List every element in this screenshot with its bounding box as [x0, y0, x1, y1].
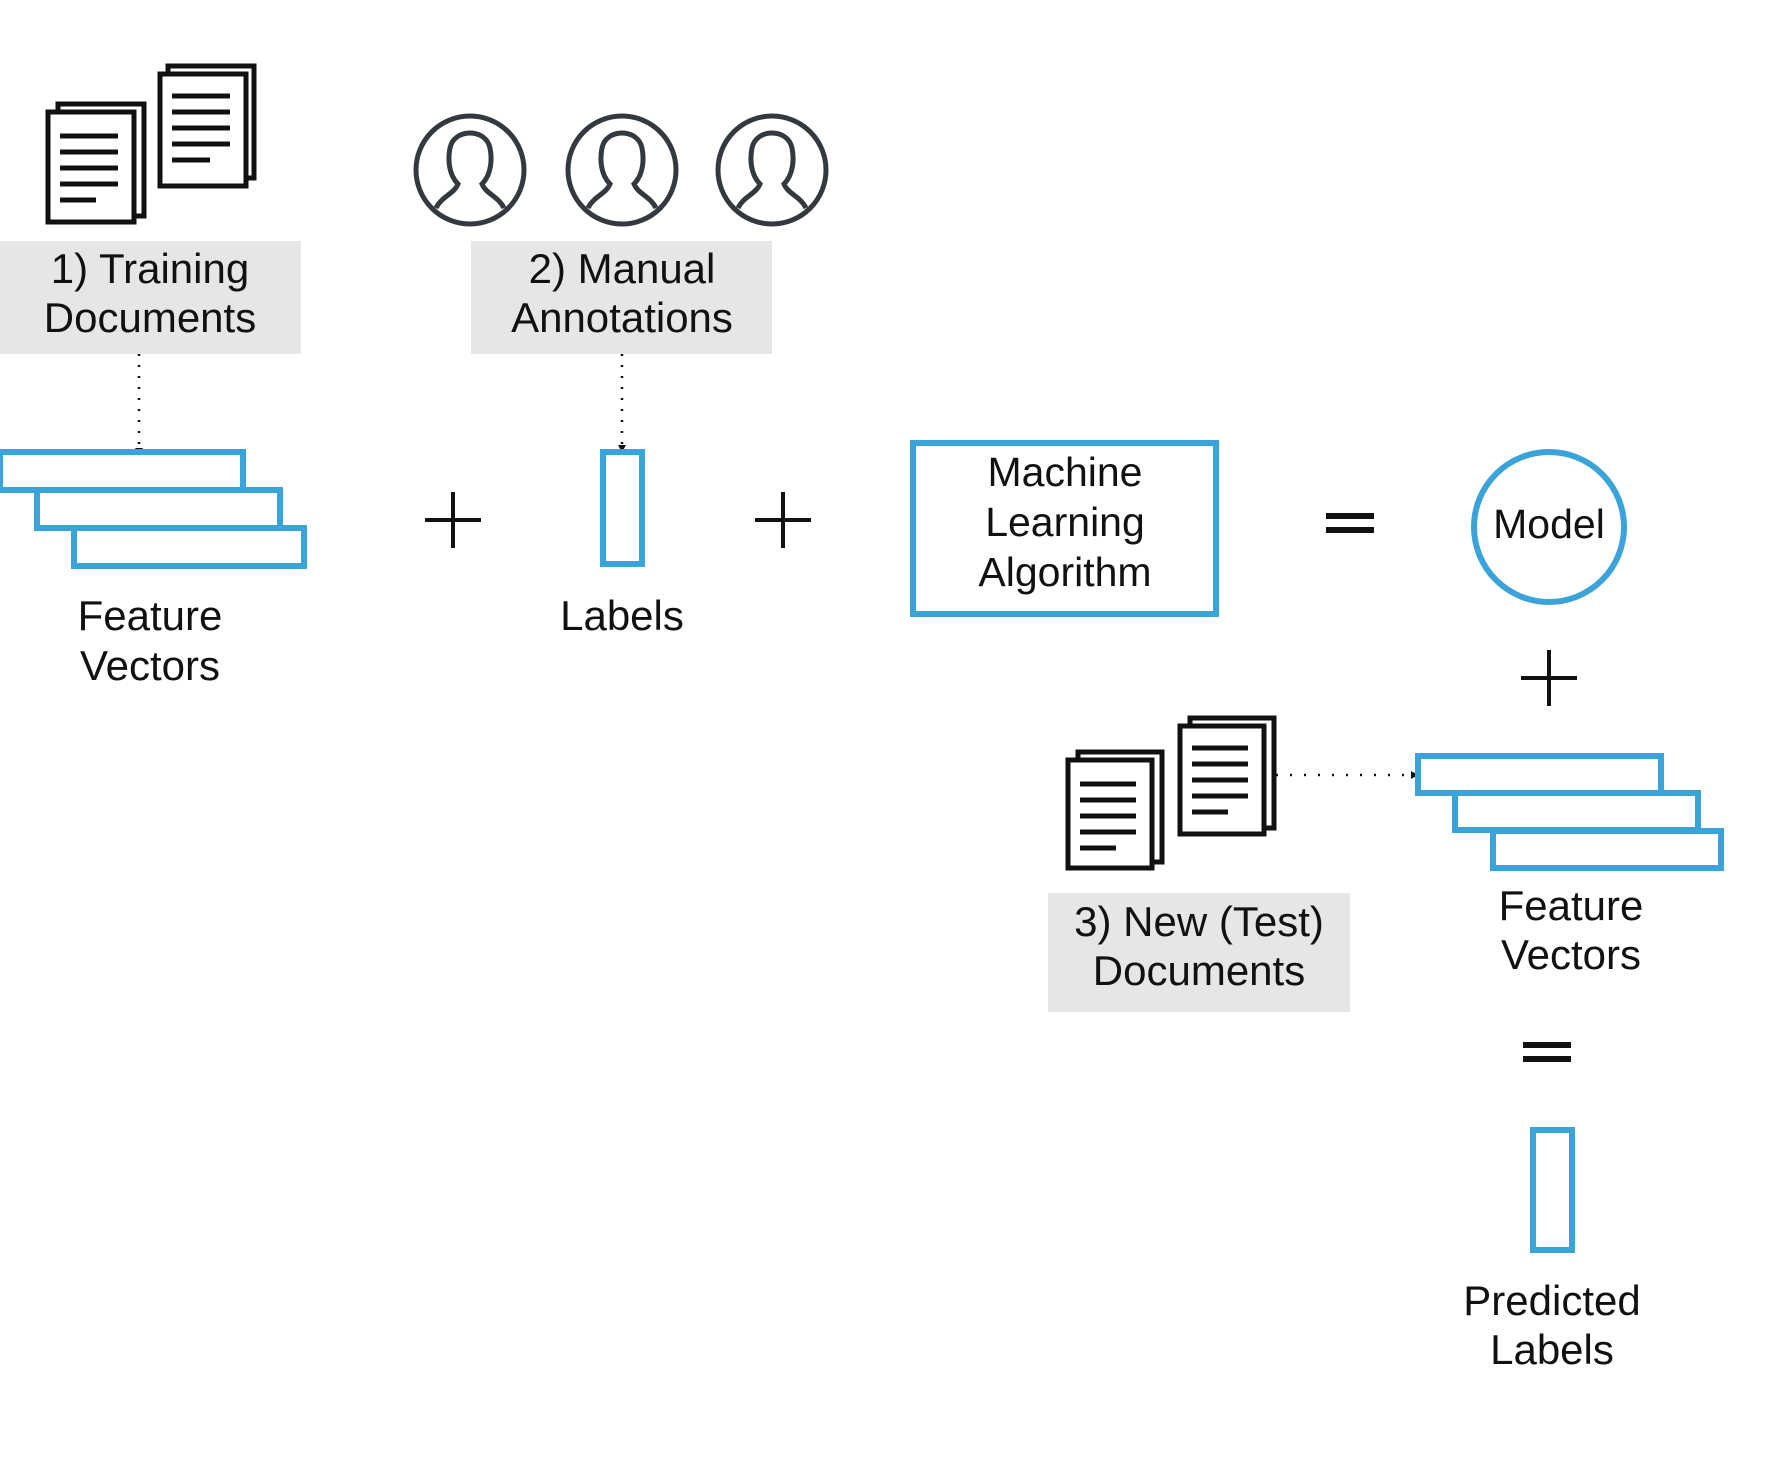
model-label: Model [1493, 501, 1605, 547]
labels-vector [600, 449, 645, 567]
annotations-caption-line1: 2) Manual [529, 245, 716, 292]
predicted-labels-line2: Labels [1490, 1326, 1614, 1373]
predicted-labels-vector [1530, 1127, 1575, 1253]
annotations-caption-line2: Annotations [511, 294, 733, 341]
plus-sign [1521, 650, 1577, 706]
algorithm-line2: Learning [985, 499, 1145, 545]
training-caption-box [0, 241, 301, 354]
annotations-caption-box [471, 241, 772, 354]
plus-sign [755, 492, 811, 548]
feature-vectors-bottom-line1: Feature [1499, 882, 1644, 929]
test-docs-caption-line2: Documents [1093, 947, 1305, 994]
user-avatar-icon [413, 113, 527, 227]
training-caption-line1: 1) Training [51, 245, 249, 292]
training-caption-line2: Documents [44, 294, 256, 341]
predicted-labels-line1: Predicted [1463, 1277, 1640, 1324]
feature-vectors-stack [1415, 753, 1724, 871]
feature-vectors-bottom-line2: Vectors [1501, 931, 1641, 978]
annotator-avatars [413, 113, 829, 227]
training-documents-icon [45, 63, 257, 225]
user-avatar-icon [565, 113, 679, 227]
labels-label: Labels [560, 592, 684, 639]
user-avatar-icon [715, 113, 829, 227]
test-documents-icon [1065, 715, 1277, 871]
plus-sign [425, 492, 481, 548]
feature-vectors-stack [0, 449, 307, 569]
feature-vectors-label-line2: Vectors [80, 642, 220, 689]
test-docs-caption-line1: 3) New (Test) [1074, 898, 1324, 945]
equals-sign [1523, 1042, 1571, 1062]
model-circle [1471, 449, 1627, 605]
feature-vectors-label-line1: Feature [78, 592, 223, 639]
test-docs-caption-box [1048, 893, 1350, 1012]
algorithm-box [910, 440, 1219, 617]
equals-sign [1326, 513, 1374, 533]
algorithm-line3: Algorithm [978, 549, 1151, 595]
algorithm-line1: Machine [988, 449, 1143, 495]
